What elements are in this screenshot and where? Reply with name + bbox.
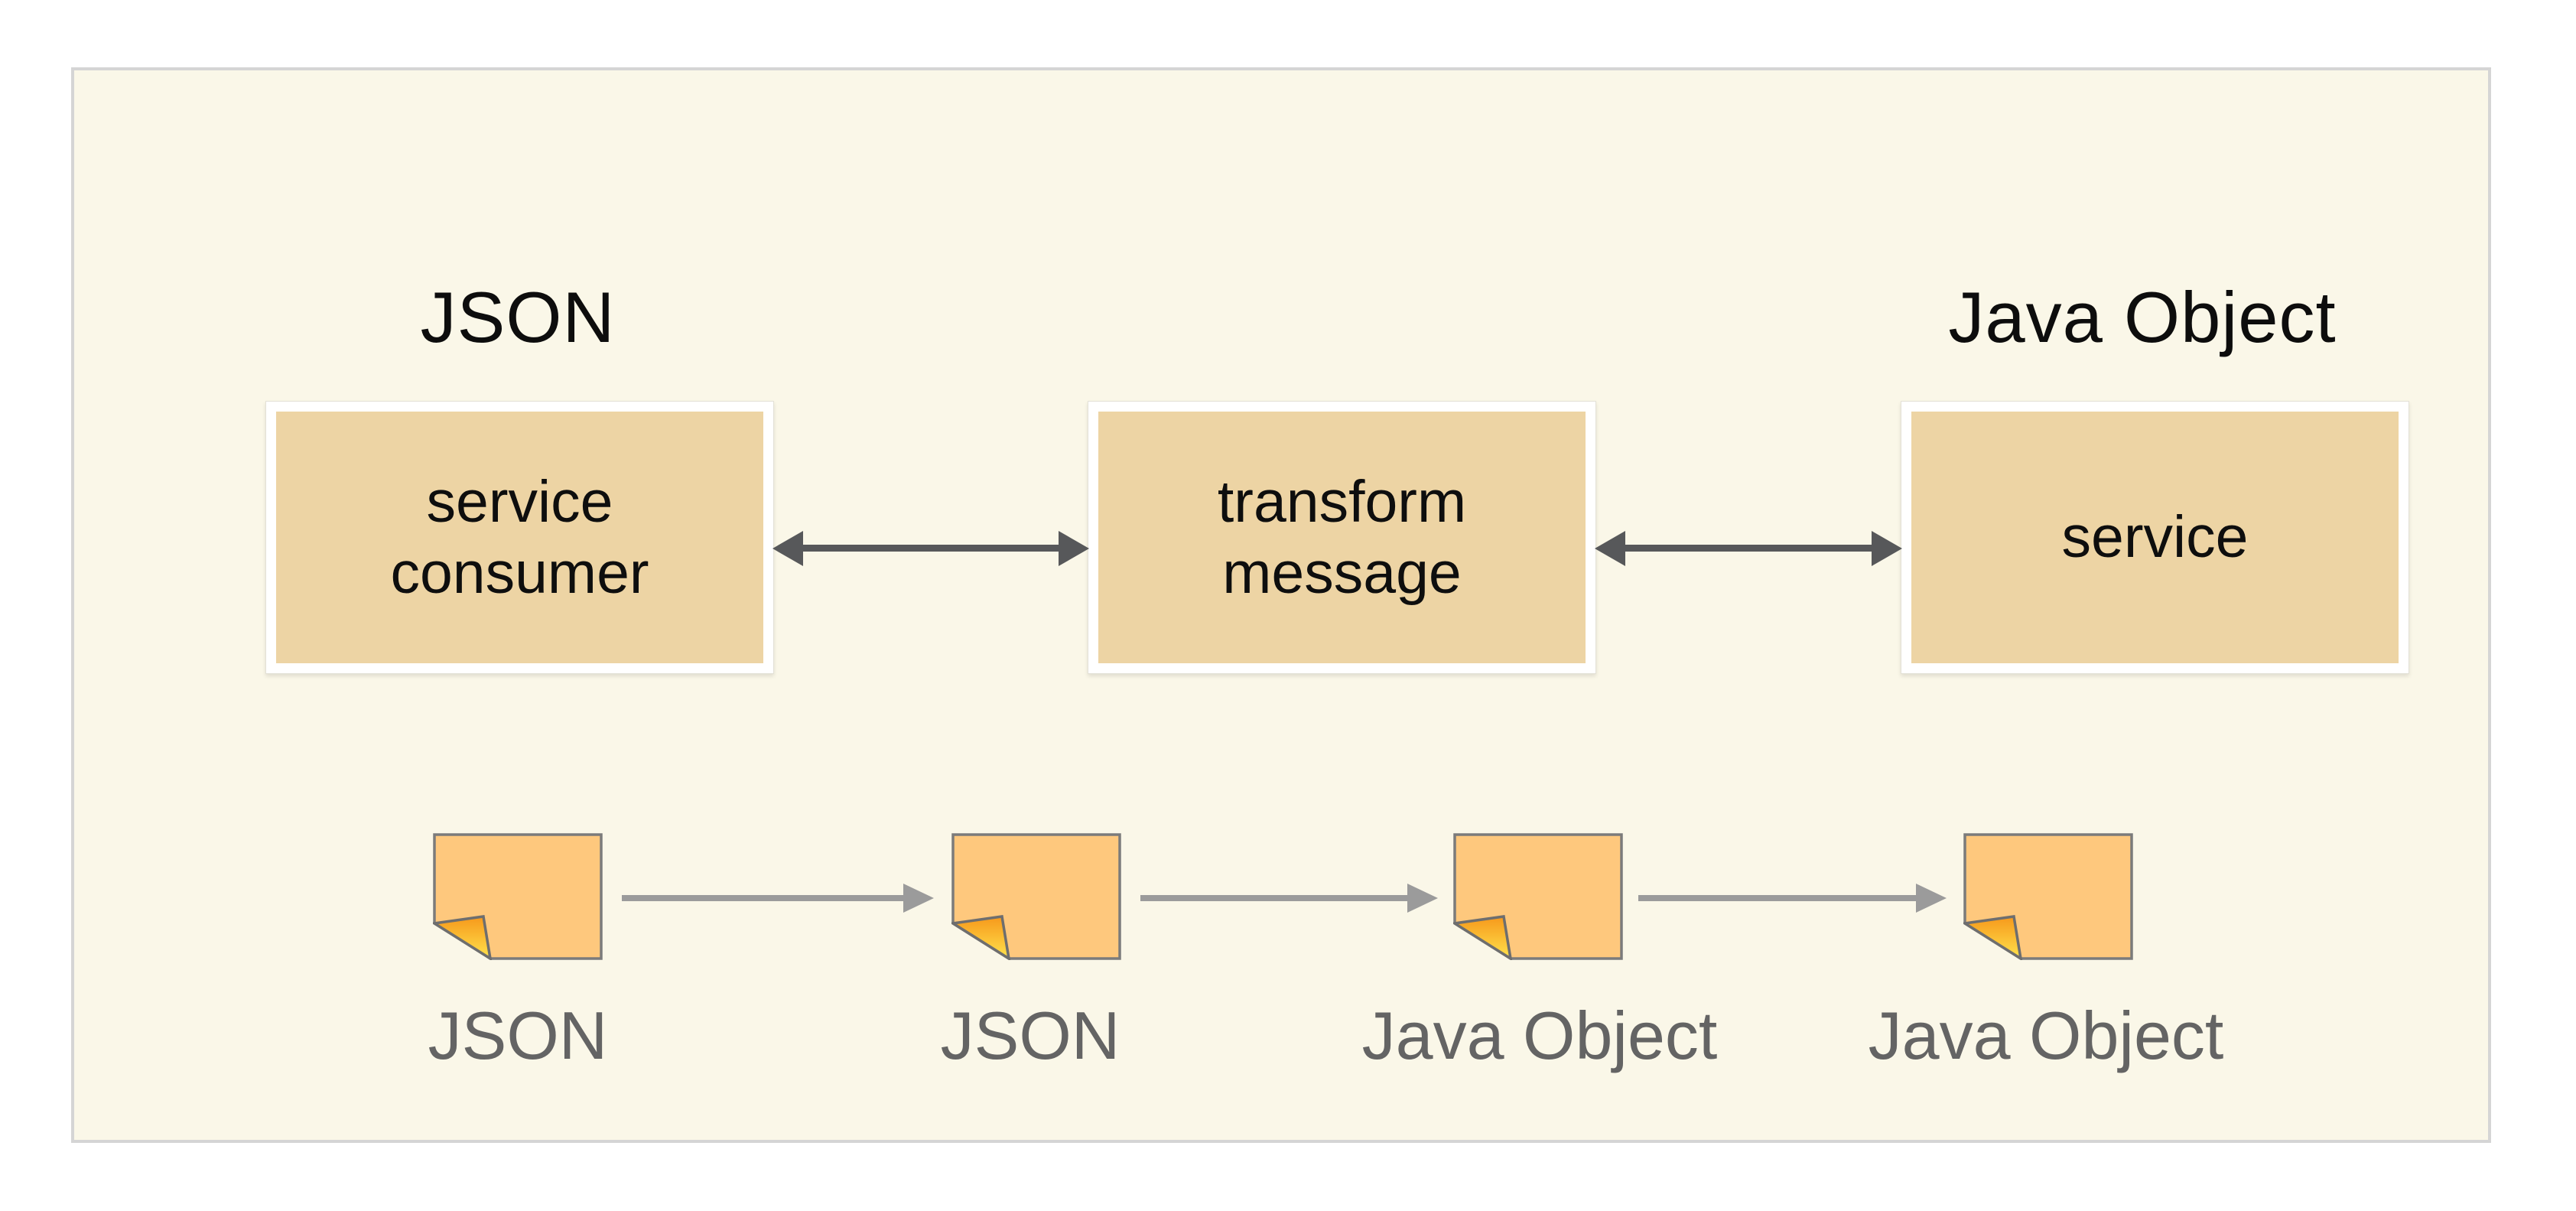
arrow-shaft	[798, 545, 1063, 552]
note-fold	[951, 915, 1011, 960]
folded-corner-note-icon	[951, 833, 1121, 960]
arrow-head-right	[1407, 884, 1438, 913]
arrow-shaft	[1621, 545, 1876, 552]
right-arrow-icon	[1638, 884, 1947, 913]
note-label: JSON	[428, 998, 608, 1073]
arrow-shaft	[1638, 895, 1919, 901]
note-label: Java Object	[1361, 998, 1718, 1073]
service-card: service	[1901, 401, 2409, 674]
arrow-head-left	[1595, 531, 1625, 566]
service-consumer-card-label: service consumer	[276, 412, 763, 663]
note-fold	[1963, 915, 2023, 960]
double-headed-arrow-icon	[1595, 531, 1902, 566]
diagram-panel: JSON Java Object service consumer transf…	[71, 67, 2491, 1143]
arrow-shaft	[622, 895, 906, 901]
arrow-head-right	[1872, 531, 1902, 566]
right-arrow-icon	[622, 884, 934, 913]
card-label-line: transform	[1217, 469, 1467, 536]
service-consumer-card: service consumer	[265, 401, 774, 674]
card-label-line: service	[2061, 504, 2249, 571]
card-label-line: service	[426, 469, 613, 536]
note-fold	[1453, 915, 1513, 960]
transform-message-card: transform message	[1088, 401, 1596, 674]
note-fold	[433, 915, 493, 960]
note-label: Java Object	[1868, 998, 2224, 1073]
arrow-head-left	[772, 531, 803, 566]
service-card-label: service	[1911, 412, 2399, 663]
arrow-head-right	[903, 884, 934, 913]
arrow-shaft	[1140, 895, 1410, 901]
folded-corner-note-icon	[433, 833, 603, 960]
arrow-head-right	[1916, 884, 1947, 913]
right-arrow-icon	[1140, 884, 1438, 913]
folded-corner-note-icon	[1963, 833, 2133, 960]
note-label: JSON	[940, 998, 1120, 1073]
card-label-line: consumer	[390, 539, 649, 606]
folded-corner-note-icon	[1453, 833, 1623, 960]
transform-message-card-label: transform message	[1098, 412, 1586, 663]
card-label-line: message	[1222, 539, 1462, 606]
double-headed-arrow-icon	[772, 531, 1089, 566]
arrow-head-right	[1059, 531, 1089, 566]
format-title-json: JSON	[420, 277, 616, 357]
format-title-java-object: Java Object	[1948, 277, 2337, 357]
